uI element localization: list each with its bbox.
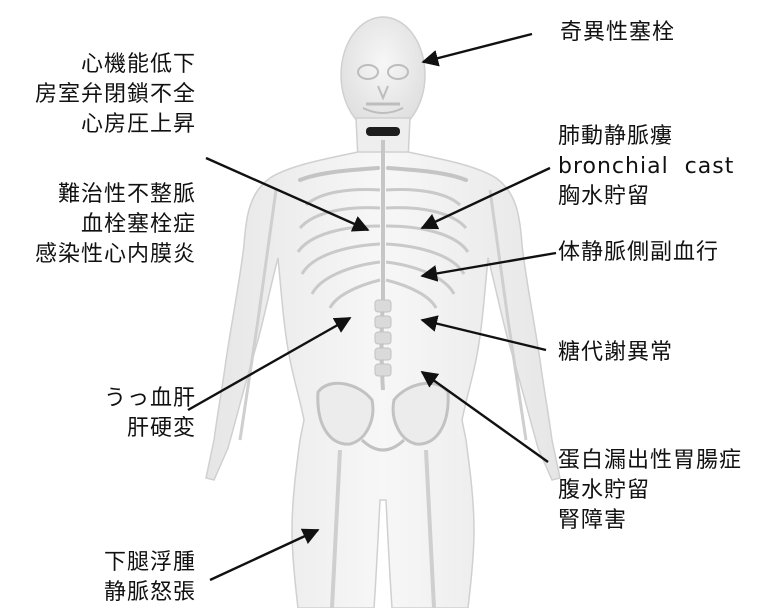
arrow-paradoxical-embolism [423,34,532,62]
label-pulmonary: 肺動静脈瘻 bronchial cast 胸水貯留 [558,122,734,212]
label-line: 糖代謝異常 [558,338,673,368]
label-systemic-venous: 体静脈側副血行 [558,238,719,268]
label-paradoxical-embolism: 奇異性塞栓 [560,18,675,48]
label-line: 蛋白漏出性胃腸症 [558,446,742,476]
label-arrhythmia: 難治性不整脈 血栓塞栓症 感染性心内膜炎 [35,180,196,270]
label-line: 体静脈側副血行 [558,238,719,268]
label-leg: 下腿浮腫 静脈怒張 [104,548,196,608]
label-line: 肝硬変 [104,414,196,444]
label-cardiac: 心機能低下 房室弁閉鎖不全 心房圧上昇 [35,50,196,140]
label-line: 胸水貯留 [558,182,734,212]
label-line: 肺動静脈瘻 [558,122,734,152]
neck-band [366,127,400,136]
label-line: 難治性不整脈 [35,180,196,210]
label-line: 感染性心内膜炎 [35,240,196,270]
label-protein-losing: 蛋白漏出性胃腸症 腹水貯留 腎障害 [558,446,742,536]
label-line: 腎障害 [558,506,742,536]
vertebrae [375,300,391,376]
label-line: 心機能低下 [35,50,196,80]
label-line: 房室弁閉鎖不全 [35,80,196,110]
label-line: 奇異性塞栓 [560,18,675,48]
label-line: bronchial cast [558,152,734,182]
label-line: うっ血肝 [104,384,196,414]
label-glucose: 糖代謝異常 [558,338,673,368]
label-line: 血栓塞栓症 [35,210,196,240]
label-line: 下腿浮腫 [104,548,196,578]
label-line: 心房圧上昇 [35,110,196,140]
label-liver: うっ血肝 肝硬変 [104,384,196,444]
label-line: 腹水貯留 [558,476,742,506]
label-line: 静脈怒張 [104,578,196,608]
